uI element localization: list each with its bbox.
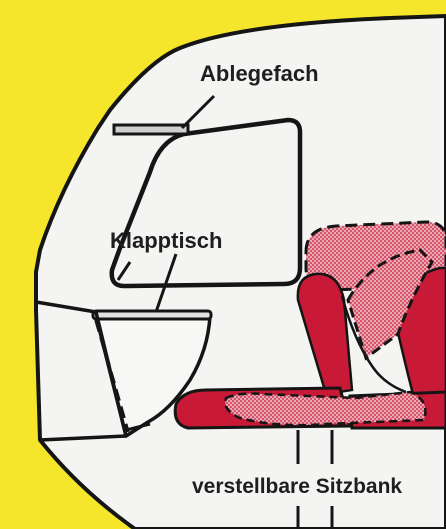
storage-compartment-shelf	[114, 125, 188, 134]
folding-table-top	[93, 311, 211, 319]
label-klapptisch: Klapptisch	[110, 228, 222, 253]
seat-cushion-alt	[225, 392, 425, 425]
label-verstellbare-sitzbank: verstellbare Sitzbank	[192, 475, 402, 498]
label-ablegefach: Ablegefach	[200, 61, 319, 86]
